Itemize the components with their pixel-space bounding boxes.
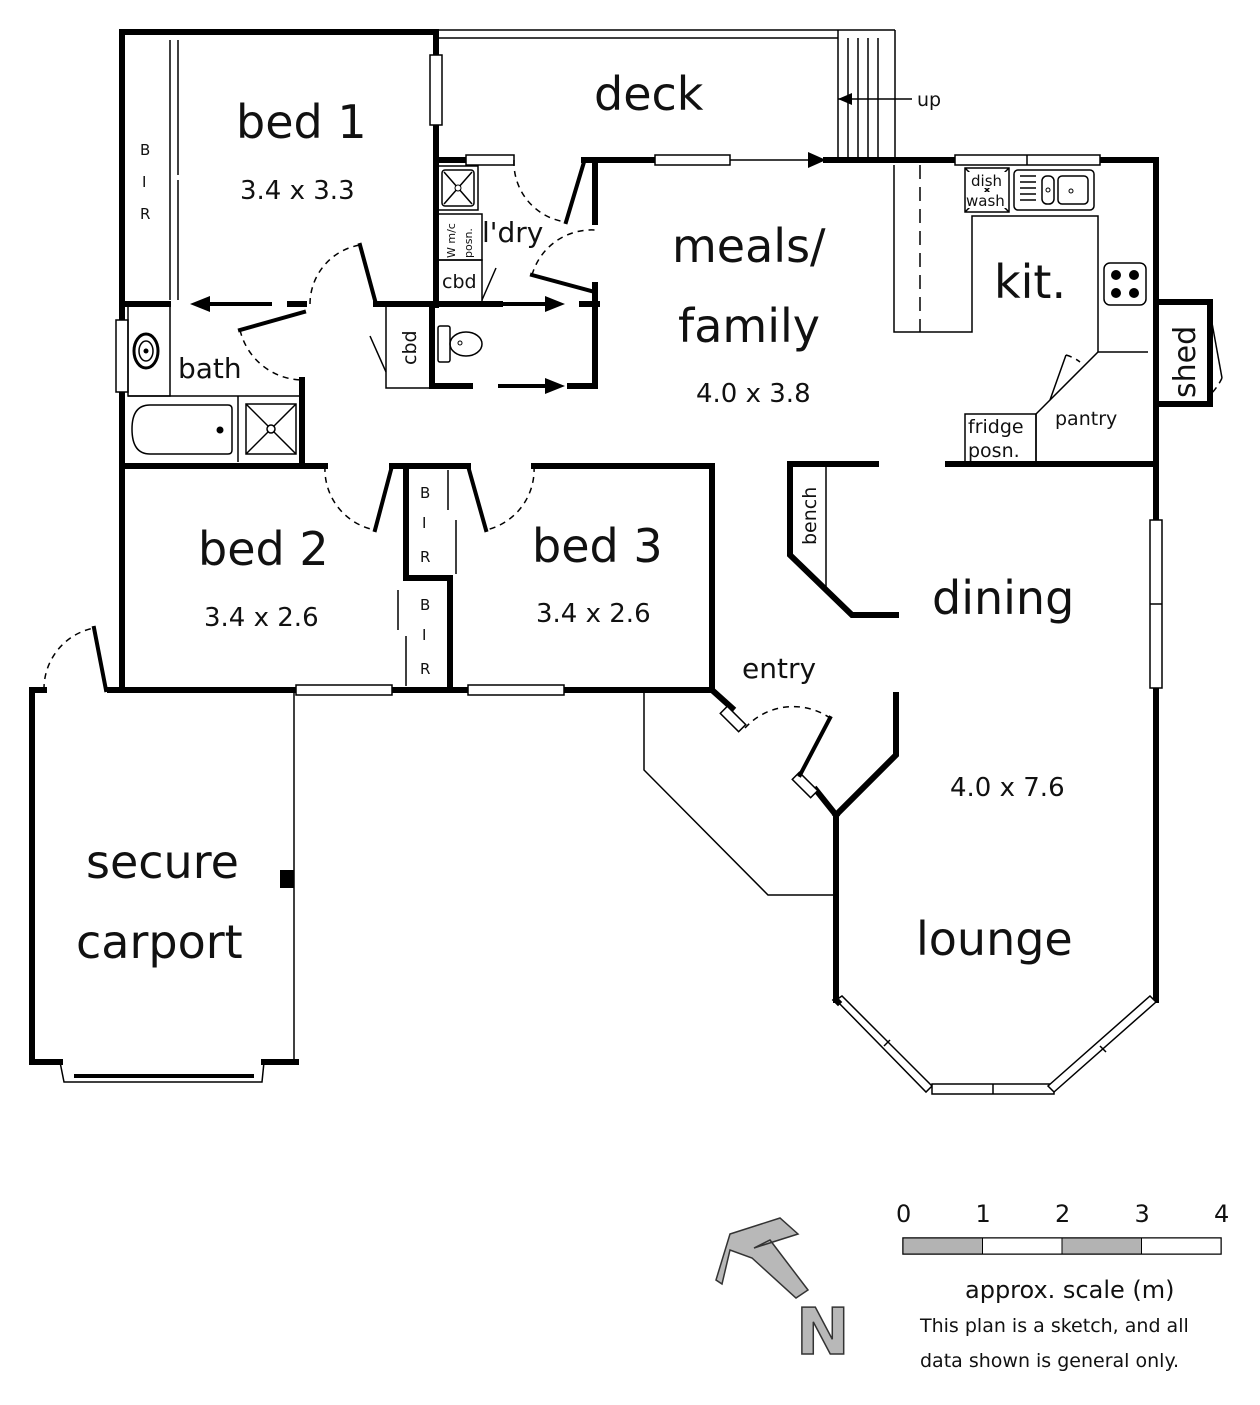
sliding-door-arrows	[190, 296, 565, 394]
disclaimer-line-1: This plan is a sketch, and all	[919, 1315, 1189, 1337]
fridge-label-1: fridge	[968, 416, 1024, 438]
compass-letter: N	[796, 1296, 850, 1370]
trough-icon	[441, 169, 475, 207]
pantry-label: pantry	[1055, 408, 1117, 430]
basin-icon	[132, 332, 160, 370]
scale-tick-label: 4	[1214, 1200, 1229, 1228]
bir3-label-r: R	[420, 660, 430, 678]
hall-cbd: cbd	[369, 305, 431, 389]
bed3-dims: 3.4 x 2.6	[536, 599, 651, 629]
scale-segment	[1061, 1237, 1142, 1255]
bed1-dims: 3.4 x 3.3	[240, 176, 355, 206]
scale-tick-label: 3	[1135, 1200, 1150, 1228]
up-arrow-icon	[838, 93, 912, 105]
bir3-label-i: I	[422, 626, 426, 644]
stairs-up-label: up	[917, 89, 941, 111]
deck-label: deck	[594, 67, 704, 121]
bir-label-b: B	[140, 141, 150, 159]
lounge-dims: 4.0 x 7.6	[950, 773, 1065, 803]
laundry-fixtures: W m/c posn. cbd	[433, 165, 497, 303]
dishwasher-label-2: wash	[966, 192, 1005, 210]
disclaimer-line-2: data shown is general only.	[920, 1350, 1179, 1372]
bir2-label-b: B	[420, 484, 430, 502]
bir-label-r: R	[140, 205, 150, 223]
bir2-label-r: R	[420, 548, 430, 566]
bed3-label: bed 3	[532, 519, 663, 573]
lounge-label: lounge	[916, 912, 1073, 966]
laundry-cbd-label: cbd	[442, 271, 477, 293]
bed1-bir: B I R	[140, 40, 179, 300]
north-compass-icon: N	[715, 1217, 850, 1371]
laundry-label: l'dry	[482, 216, 543, 249]
porch-outline	[643, 690, 836, 896]
scale-tick-label: 1	[976, 1200, 991, 1228]
shower-icon	[245, 403, 297, 455]
scale-tick-label: 2	[1055, 1200, 1070, 1228]
deck-stairs	[837, 30, 879, 160]
walls	[29, 29, 1213, 1065]
washing-machine-label-1: W m/c	[445, 223, 458, 258]
washing-machine-label-2: posn.	[462, 228, 475, 258]
meals-dims: 4.0 x 3.8	[696, 379, 811, 409]
dining-label: dining	[932, 571, 1074, 625]
entry-label: entry	[742, 652, 816, 685]
carport-label-1: secure	[86, 835, 239, 889]
bed2-bed3-bir: B I R B I R	[397, 470, 457, 686]
hall-cbd-label: cbd	[399, 330, 421, 365]
bench: bench	[799, 464, 827, 588]
scale-segment	[902, 1237, 983, 1255]
kitchen-label: kit.	[994, 255, 1066, 309]
fridge-label-2: posn.	[968, 440, 1020, 462]
sink-icon	[1013, 169, 1095, 211]
scale-label: approx. scale (m)	[965, 1276, 1175, 1304]
bath-label: bath	[178, 352, 242, 385]
scale-tick-label: 0	[896, 1200, 911, 1228]
deck-area: up	[438, 29, 941, 160]
dishwasher-icon: dish wash	[964, 167, 1010, 213]
meals-label-1: meals/	[672, 219, 826, 273]
doors	[43, 159, 1223, 778]
bed2-dims: 3.4 x 2.6	[204, 603, 319, 633]
meals-label-2: family	[678, 299, 820, 353]
windows	[115, 54, 1163, 1095]
bathtub-icon	[131, 404, 233, 455]
bir-label-i: I	[142, 173, 146, 191]
carport-label-2: carport	[76, 915, 243, 969]
scale-segment	[982, 1237, 1063, 1255]
bench-label: bench	[799, 487, 821, 545]
scale-bar: 0 1 2 3 4	[896, 1200, 1229, 1255]
bay-window	[831, 994, 1158, 1095]
toilet-icon	[437, 325, 483, 363]
kitchen-fixtures: dish wash fridge posn. pantry	[893, 165, 1148, 463]
bed1-label: bed 1	[236, 95, 367, 149]
scale-segment	[1141, 1237, 1222, 1255]
bed2-label: bed 2	[198, 522, 329, 576]
bath-fixtures	[127, 305, 302, 462]
dishwasher-label-1: dish	[971, 172, 1002, 190]
bir3-label-b: B	[420, 596, 430, 614]
carport	[59, 690, 295, 1083]
cooktop-icon	[1103, 262, 1147, 306]
bir2-label-i: I	[422, 514, 426, 532]
shed-label: shed	[1168, 326, 1203, 398]
